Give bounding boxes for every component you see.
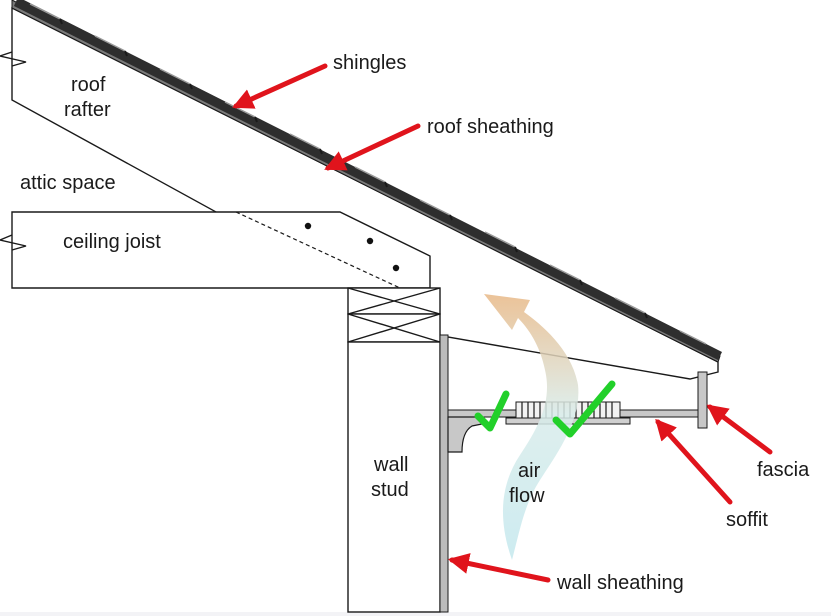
label-air-line1: air <box>518 460 541 482</box>
label-wall-line1: wall <box>373 454 408 476</box>
wall-stud <box>347 341 441 613</box>
arrow-to-shingles <box>232 63 328 109</box>
checkmark-icon <box>552 380 616 438</box>
shingles <box>14 0 722 360</box>
nail <box>304 222 312 230</box>
label-shingles: shingles <box>333 52 406 74</box>
label-soffit: soffit <box>726 509 768 531</box>
soffit-nailer <box>447 416 483 453</box>
arrow-to-fascia <box>706 404 773 455</box>
label-roof-line1: roof <box>71 74 106 96</box>
arrow-to-soffit <box>655 418 733 505</box>
label-attic-space: attic space <box>20 172 116 194</box>
label-rafter-line2: rafter <box>64 99 111 121</box>
joist-break-mark <box>0 234 27 251</box>
label-roof-sheathing: roof sheathing <box>427 116 554 138</box>
arrow-to-wall-sheathing <box>447 553 551 583</box>
checkmark-icon <box>474 390 510 432</box>
label-fascia: fascia <box>757 459 810 481</box>
label-ceiling-joist: ceiling joist <box>63 231 161 253</box>
rafter-break-mark <box>0 51 27 67</box>
wall-sheathing <box>439 334 449 613</box>
nail <box>366 237 374 245</box>
nail <box>392 264 400 272</box>
arrow-to-roof-sheathing <box>324 123 421 171</box>
ceiling-joist <box>11 211 431 289</box>
rafter-hidden-line <box>235 211 401 289</box>
airflow-arrow <box>484 294 579 560</box>
label-stud-line2: stud <box>371 479 409 501</box>
fascia <box>697 371 708 429</box>
top-plates <box>347 287 441 343</box>
label-wall-sheathing: wall sheathing <box>556 572 684 594</box>
pointer-arrows <box>232 63 773 583</box>
label-flow-line2: flow <box>509 485 545 507</box>
